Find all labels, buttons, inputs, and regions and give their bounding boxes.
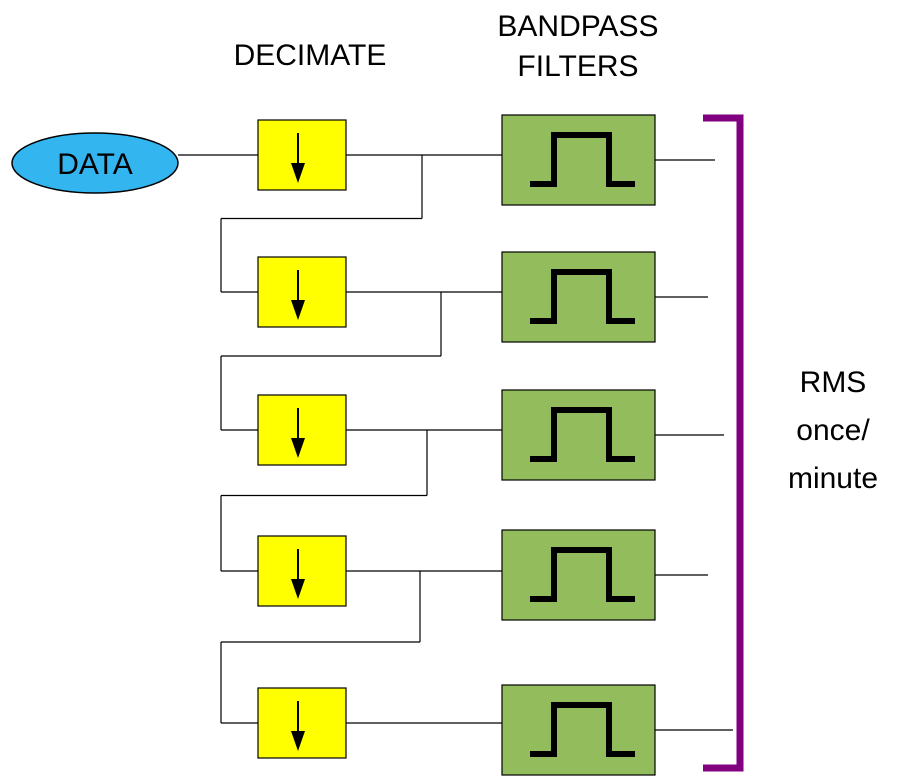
- rms-label-line1: RMS: [800, 366, 867, 399]
- rms-label-line3: minute: [788, 462, 878, 495]
- decimate-block: [257, 119, 347, 191]
- rms-bracket: [703, 114, 744, 772]
- decimate-box: [257, 256, 347, 328]
- down-arrow-icon: [291, 438, 305, 458]
- filter-box: [501, 684, 656, 776]
- decimate-header: DECIMATE: [234, 39, 387, 72]
- decimate-block: [257, 256, 347, 328]
- down-arrow-icon: [291, 300, 305, 320]
- connection-wires: [178, 154, 733, 731]
- bandpass-pulse-icon: [530, 132, 635, 187]
- decimate-box: [257, 119, 347, 191]
- decimate-box: [257, 535, 347, 607]
- decimate-block: [257, 394, 347, 466]
- filter-box: [501, 114, 656, 206]
- bandpass-pulse-icon: [530, 547, 635, 602]
- filter-box: [501, 529, 656, 621]
- bandpass-filter-block: [501, 114, 656, 206]
- decimate-box: [257, 394, 347, 466]
- data-source-label: DATA: [57, 148, 133, 181]
- bandpass-pulse-icon: [530, 702, 635, 757]
- down-arrow-icon: [291, 163, 305, 183]
- decimate-block: [257, 687, 347, 759]
- processing-blocks: [257, 114, 656, 776]
- bandpass-pulse-icon: [530, 269, 635, 324]
- filter-box: [501, 389, 656, 481]
- bandpass-pulse-icon: [530, 407, 635, 462]
- bandpass-filter-block: [501, 389, 656, 481]
- filter-box: [501, 251, 656, 343]
- bandpass-header-line2: FILTERS: [517, 50, 638, 83]
- rms-label-line2: once/: [796, 414, 870, 447]
- down-arrow-icon: [291, 579, 305, 599]
- data-source-ellipse: [11, 132, 179, 194]
- decimate-box: [257, 687, 347, 759]
- decimate-block: [257, 535, 347, 607]
- bandpass-filter-block: [501, 251, 656, 343]
- bandpass-filter-block: [501, 529, 656, 621]
- bandpass-header-line1: BANDPASS: [497, 10, 658, 43]
- bandpass-filter-block: [501, 684, 656, 776]
- down-arrow-icon: [291, 731, 305, 751]
